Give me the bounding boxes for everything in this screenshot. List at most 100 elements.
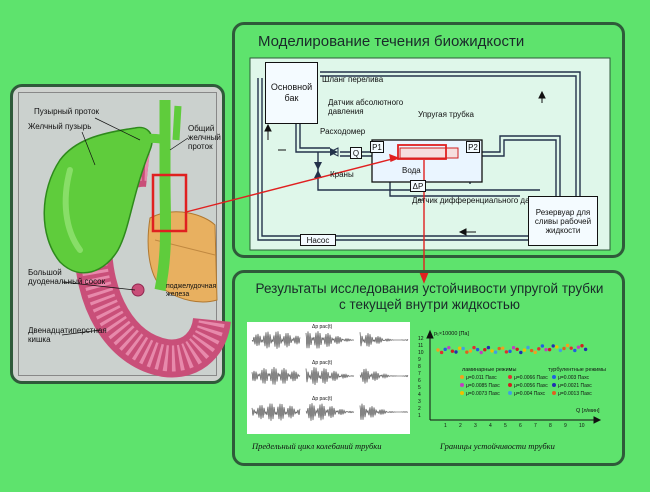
results-title-line2: с текущей внутри жидкостью: [338, 297, 521, 312]
boundary-point: [558, 348, 563, 353]
legend-entry: μ=0.0085 Пахс: [460, 383, 500, 389]
y-tick-label: 7: [418, 371, 421, 377]
legend-entry: μ=0.0066 Пахс: [508, 375, 548, 381]
y-tick-label: 5: [418, 385, 421, 391]
legend-entry: μ=0.003 Пахс: [552, 375, 589, 381]
x-tick-label: 10: [579, 423, 585, 429]
stability-x-label: Q [л/мин]: [576, 408, 600, 414]
dp-sensor: ΔP: [410, 180, 426, 192]
boundary-point: [504, 350, 509, 354]
label-valves: Краны: [330, 170, 354, 179]
p2-sensor: P2: [466, 141, 480, 153]
main-tank: Основной бак: [265, 62, 318, 124]
boundary-point: [573, 348, 577, 353]
valve-icons: [314, 147, 339, 178]
boundary-point: [544, 347, 548, 352]
x-tick-label: 8: [549, 423, 552, 429]
boundary-point: [565, 343, 570, 348]
caption-limit-cycle: Предельный цикл колебаний трубки: [252, 441, 382, 451]
drain-reservoir: Резервуар для сливы рабочей жидкости: [528, 196, 598, 246]
label-cystic-duct: Пузырный проток: [34, 107, 100, 116]
oscillation-trace: [251, 366, 301, 385]
boundary-point: [447, 345, 451, 350]
label-elastic-tube: Упругая трубка: [418, 110, 474, 119]
plot-label-2: Δp рас(t): [312, 360, 333, 366]
boundary-point: [475, 347, 480, 352]
simulation-title: Моделирование течения биожидкости: [258, 33, 525, 50]
boundary-point: [511, 346, 516, 350]
label-water: Вода: [402, 166, 421, 175]
boundary-point: [583, 347, 588, 352]
boundary-point: [479, 350, 483, 355]
simulation-panel: [232, 22, 625, 258]
boundary-point: [493, 350, 498, 354]
boundary-point: [501, 346, 505, 350]
plot-label-3: Δp рас(t): [312, 396, 333, 402]
oscillation-trace: [359, 403, 409, 420]
legend-entry: μ=0.011 Пахс: [460, 375, 497, 381]
boundary-point: [533, 350, 537, 355]
boundary-point: [537, 347, 541, 351]
boundary-point: [465, 350, 469, 354]
boundary-point: [519, 350, 523, 355]
y-tick-label: 12: [418, 336, 424, 342]
caption-stability-boundaries: Границы устойчивости трубки: [440, 441, 555, 451]
label-pancreas: поджелудочная железа: [166, 283, 217, 298]
x-tick-label: 6: [519, 423, 522, 429]
p1-sensor: P1: [370, 141, 384, 153]
boundary-point: [457, 346, 462, 350]
boundary-point: [436, 348, 440, 352]
oscillation-trace: [251, 403, 301, 421]
oscillation-trace: [359, 332, 409, 347]
boundary-point: [508, 349, 512, 354]
x-tick-label: 5: [504, 423, 507, 429]
x-tick-label: 3: [474, 423, 477, 429]
boundary-point: [450, 349, 455, 353]
legend-turbulent-title: турбулентные режимы: [548, 367, 606, 373]
x-tick-label: 7: [534, 423, 537, 429]
boundary-point: [547, 347, 552, 352]
tube-highlight-box: [397, 144, 447, 160]
label-abs-pressure-sensor: Датчик абсолютного давления: [328, 98, 404, 116]
boundary-point: [569, 346, 573, 350]
boundary-point: [461, 346, 465, 351]
oscillation-trace: [359, 368, 409, 384]
legend-entry: μ=0.0013 Пахс: [552, 391, 592, 397]
results-title-line1: Результаты исследования устойчивости упр…: [255, 281, 604, 296]
boundary-point: [562, 346, 566, 351]
legend-entry: μ=0.0056 Пахс: [508, 383, 548, 389]
oscillation-trace: [305, 403, 355, 421]
plot-label-1: Δp рас(t): [312, 324, 333, 330]
x-tick-label: 9: [564, 423, 567, 429]
y-tick-label: 10: [418, 350, 424, 356]
oscillation-trace: [305, 367, 355, 386]
y-tick-label: 3: [418, 399, 421, 405]
boundary-point: [515, 347, 519, 351]
boundary-point: [472, 345, 476, 350]
x-tick-label: 4: [489, 423, 492, 429]
flowmeter-sensor: Q: [350, 147, 362, 159]
boundary-point: [576, 345, 581, 349]
boundary-point: [443, 347, 447, 352]
y-tick-label: 2: [418, 406, 421, 412]
label-flowmeter: Расходомер: [320, 127, 366, 136]
oscillation-trace: [251, 331, 301, 349]
x-tick-label: 2: [459, 423, 462, 429]
boundary-point: [526, 345, 530, 350]
boundary-point: [522, 348, 527, 352]
y-tick-label: 4: [418, 392, 421, 398]
boundary-point: [497, 346, 501, 351]
boundary-point: [580, 344, 584, 348]
y-tick-label: 8: [418, 364, 421, 370]
label-gallbladder: Желчный пузырь: [28, 122, 92, 131]
y-tick-label: 1: [418, 413, 421, 419]
label-common-bile-duct: Общий желчный проток: [188, 124, 221, 151]
legend-laminar-title: ламинарные режимы: [462, 367, 517, 373]
boundary-point: [454, 350, 458, 354]
y-tick-label: 9: [418, 357, 421, 363]
y-tick-label: 11: [418, 343, 424, 349]
label-diff-pressure-sensor: Датчик дифференциального давления: [412, 196, 556, 205]
